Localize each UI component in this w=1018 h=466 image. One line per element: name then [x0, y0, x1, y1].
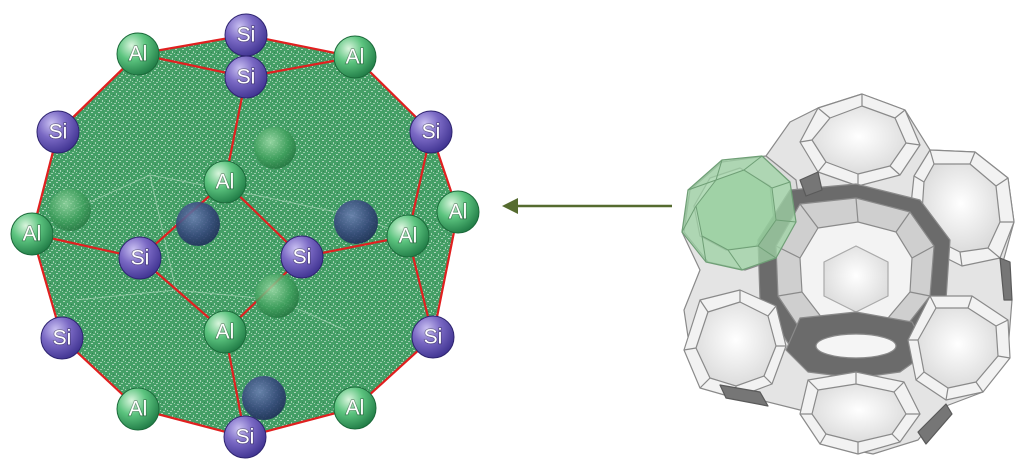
si-atom: Si	[411, 315, 455, 359]
svg-text:Si: Si	[293, 246, 312, 269]
inner-sphere	[176, 202, 220, 246]
cage-bottom-right	[907, 295, 1011, 401]
svg-text:Al: Al	[129, 43, 148, 66]
arrow-left	[502, 198, 672, 214]
al-atom: Al	[386, 214, 430, 258]
svg-text:Al: Al	[346, 46, 365, 69]
lower-opening	[785, 311, 929, 379]
si-atom: Si	[40, 316, 84, 360]
cage-top	[799, 93, 921, 187]
si-atom: Si	[224, 13, 268, 57]
framework-dark-bands	[719, 171, 1013, 445]
cage-bottom	[799, 371, 921, 455]
al-atom: Al	[333, 386, 377, 430]
svg-text:Al: Al	[216, 171, 235, 194]
inner-sphere	[255, 274, 299, 318]
sodalite-cage: Si Si Si Si Si Si Si Si	[10, 13, 480, 459]
svg-text:Si: Si	[422, 121, 441, 144]
svg-text:Al: Al	[23, 223, 42, 246]
al-atom: Al	[203, 160, 247, 204]
zeolite-framework	[681, 93, 1015, 455]
si-atom: Si	[409, 110, 453, 154]
inner-sphere	[242, 376, 286, 420]
al-atom: Al	[116, 387, 160, 431]
svg-text:Al: Al	[346, 397, 365, 420]
svg-text:Al: Al	[449, 201, 468, 224]
inner-sphere	[334, 200, 378, 244]
al-atom: Al	[333, 35, 377, 79]
central-ring	[757, 183, 951, 361]
al-atom: Al	[436, 190, 480, 234]
svg-text:Al: Al	[216, 321, 235, 344]
al-atom: Al	[116, 32, 160, 76]
si-atom: Si	[223, 415, 267, 459]
svg-text:Si: Si	[53, 327, 72, 350]
inner-sphere	[254, 127, 296, 169]
al-atom: Al	[10, 212, 54, 256]
svg-text:Si: Si	[424, 326, 443, 349]
cage-bottom-left	[683, 289, 787, 399]
inner-sphere	[49, 189, 91, 231]
si-atom: Si	[224, 55, 268, 99]
svg-text:Al: Al	[399, 225, 418, 248]
svg-text:Si: Si	[237, 24, 256, 47]
si-atom: Si	[36, 110, 80, 154]
cage-body	[32, 35, 458, 437]
si-atom: Si	[118, 236, 162, 280]
svg-text:Si: Si	[131, 247, 150, 270]
si-atom: Si	[280, 235, 324, 279]
highlight-cage	[681, 155, 797, 271]
svg-text:Al: Al	[129, 398, 148, 421]
al-atom: Al	[203, 310, 247, 354]
svg-text:Si: Si	[49, 121, 68, 144]
svg-text:Si: Si	[236, 426, 255, 449]
svg-text:Si: Si	[237, 66, 256, 89]
